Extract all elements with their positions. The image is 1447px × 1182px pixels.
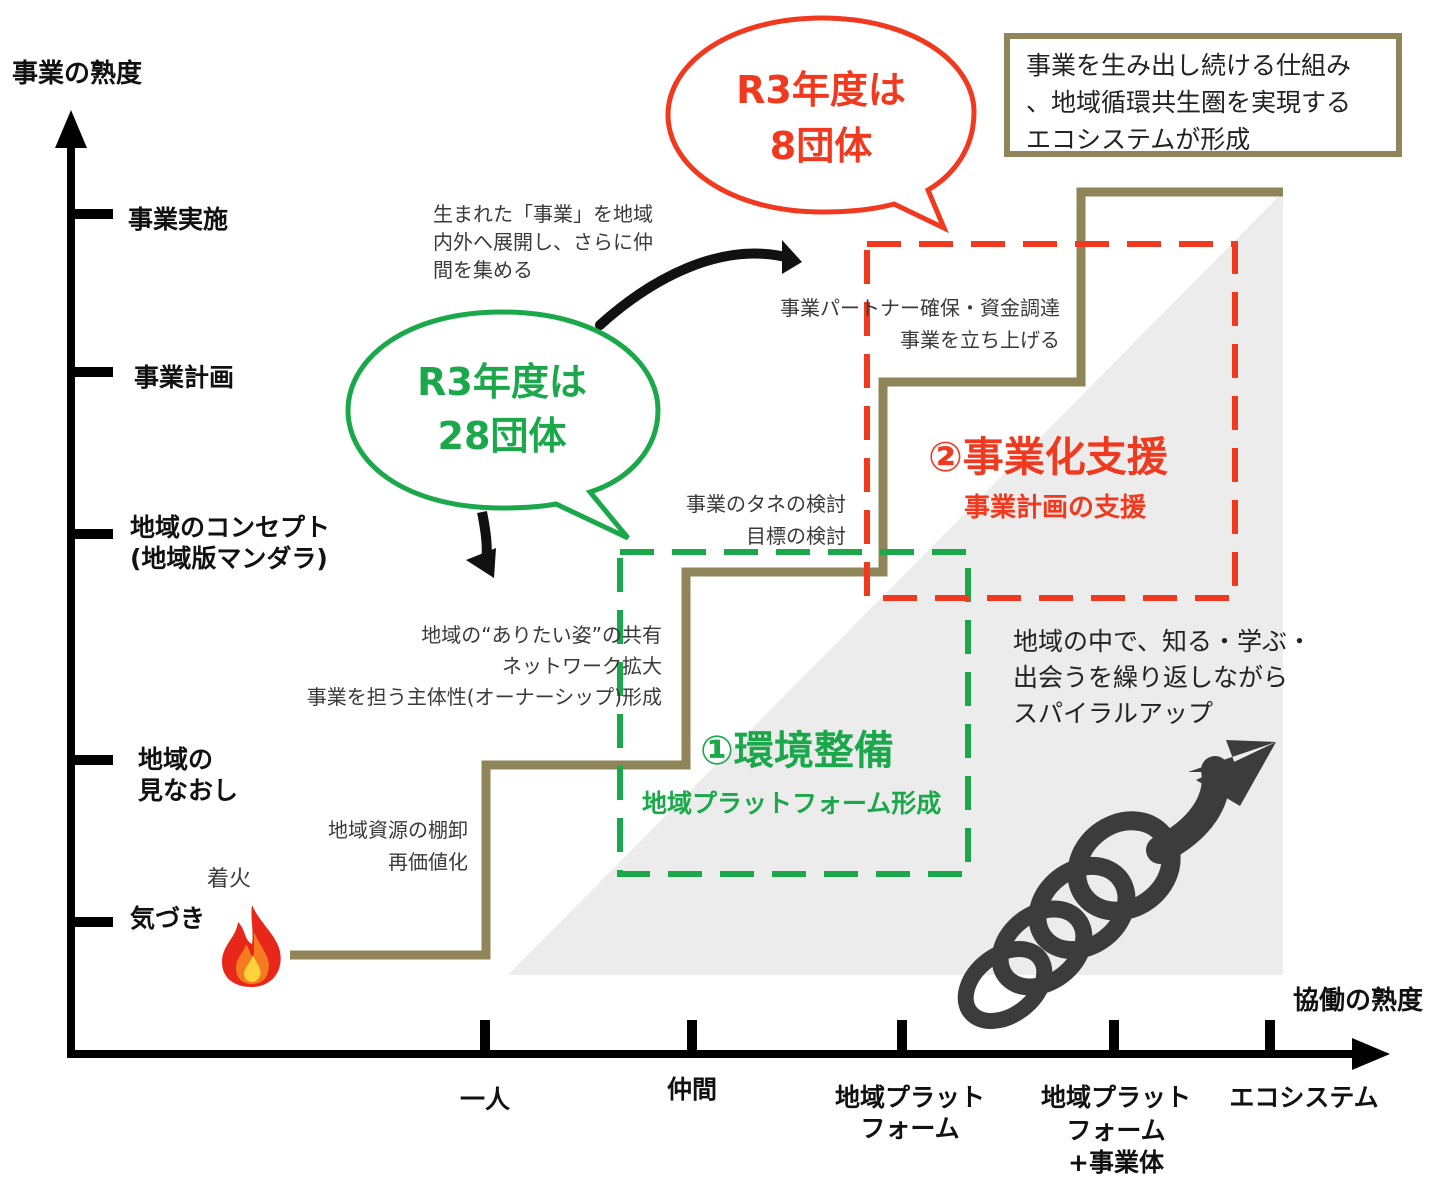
y-tick [75,917,113,927]
x-label-platform-business: 地域プラット フォーム +事業体 [1028,1082,1204,1180]
spiral-graphic [957,740,1276,1029]
step-note-1: 地域資源の棚卸 再価値化 [280,814,468,878]
x-tick [1265,1020,1275,1054]
x-label-platform: 地域プラット フォーム [822,1082,998,1145]
red-bubble-shape [665,15,977,234]
y-label-line: 見なおし [138,776,239,806]
y-label-line: 地域のコンセプト [130,513,331,542]
support1-dashed-box [617,549,971,877]
x-tick [687,1020,697,1054]
bubble-line: R3年度は [417,360,587,404]
red-bubble-text: R3年度は 8団体 [690,62,952,174]
y-tick [75,529,113,539]
spiral-note: 地域の中で、知る・学ぶ・ 出会うを繰り返しながら スパイラルアップ [1013,624,1312,732]
bubble-line: R3年度は [736,68,906,112]
step-note-4: 事業パートナー確保・資金調達 事業を立ち上げる [720,292,1060,356]
expansion-note-line: 間を集める [433,258,533,282]
ignition-label: 着火 [207,867,252,892]
support1-subtitle: 地域プラットフォーム形成 [642,789,942,818]
step-note-line: 再価値化 [388,850,468,874]
step-note-line: ネットワーク拡大 [502,654,662,678]
step-note-line: 地域の“ありたい姿”の共有 [421,623,662,647]
expansion-note-line: 生まれた「事業」を地域 [433,202,653,226]
step-note-2: 地域の“ありたい姿”の共有 ネットワーク拡大 事業を担う主体性(オーナーシップ)… [180,620,662,713]
green-bubble-text: R3年度は 28団体 [372,355,632,463]
step-note-line: 事業を立ち上げる [900,328,1060,352]
expansion-arrow [595,248,795,330]
bubble-line: 8団体 [769,124,873,168]
x-label-ecosystem: エコシステム [1229,1083,1379,1112]
x-tick [897,1020,907,1054]
fire-icon [222,905,281,987]
y-label-awareness: 気づき [130,904,206,933]
support2-dashed-box [864,241,1238,601]
y-label-concept: 地域のコンセプト (地域版マンダラ) [130,512,330,575]
step-note-line: 目標の検討 [746,524,846,548]
support2-subtitle: 事業計画の支援 [964,493,1147,523]
y-tick [75,209,113,219]
x-axis-arrowhead [1352,1038,1390,1070]
support1-title: ①環境整備 [700,728,894,774]
spiral-note-line: スパイラルアップ [1013,699,1214,728]
y-tick [75,367,113,377]
bubble-line: 28団体 [437,414,567,458]
x-label-line: 地域プラット [1040,1083,1191,1112]
x-label-line: +事業体 [1068,1148,1164,1177]
x-label-peers: 仲間 [666,1075,717,1104]
x-tick [1109,1020,1119,1054]
step-note-line: 事業パートナー確保・資金調達 [780,296,1060,320]
x-ticks [480,1020,1275,1054]
x-label-line: フォーム [1066,1115,1166,1145]
ecosystem-box-line: 、地域循環共生圏を実現する [1026,88,1352,117]
y-axis-title: 事業の熟度 [12,59,143,89]
growth-triangle [508,192,1283,975]
spiral-note-line: 出会うを繰り返しながら [1013,663,1289,692]
y-label-line: (地域版マンダラ) [130,544,328,574]
maturity-step-line [290,187,1283,960]
step-note-line: 事業を担う主体性(オーナーシップ)形成 [306,685,662,709]
x-axis-title: 協働の熟度 [1293,986,1424,1016]
y-label-plan: 事業計画 [134,363,235,392]
ecosystem-box-line: エコシステムが形成 [1026,125,1251,154]
x-label-line: フォーム [860,1114,960,1144]
ecosystem-box: 事業を生み出し続ける仕組み 、地域循環共生圏を実現する エコシステムが形成 [1004,33,1402,157]
green-bubble-shape [345,309,661,541]
y-tick [75,755,113,765]
y-ticks [75,209,113,927]
x-label-alone: 一人 [459,1085,510,1114]
step-note-line: 事業のタネの検討 [686,492,846,516]
expansion-note-line: 内外へ展開し、さらに仲 [433,230,653,254]
step-note-line: 地域資源の棚卸 [328,818,468,842]
x-label-line: 地域プラット [834,1083,985,1112]
expansion-arrow-end [782,240,802,274]
spiral-note-line: 地域の中で、知る・学ぶ・ [1013,627,1313,656]
y-axis-arrowhead [55,110,87,148]
y-label-execution: 事業実施 [128,205,229,234]
ecosystem-box-line: 事業を生み出し続ける仕組み [1026,51,1352,80]
down-arrow-head [466,548,496,578]
expansion-note: 生まれた「事業」を地域 内外へ展開し、さらに仲 間を集める [433,200,653,284]
step-note-3: 事業のタネの検討 目標の検討 [620,488,846,552]
x-tick [480,1020,490,1054]
y-label-line: 地域の [138,745,214,774]
support2-title: ②事業化支援 [928,433,1168,481]
y-label-review: 地域の 見なおし [138,744,238,807]
